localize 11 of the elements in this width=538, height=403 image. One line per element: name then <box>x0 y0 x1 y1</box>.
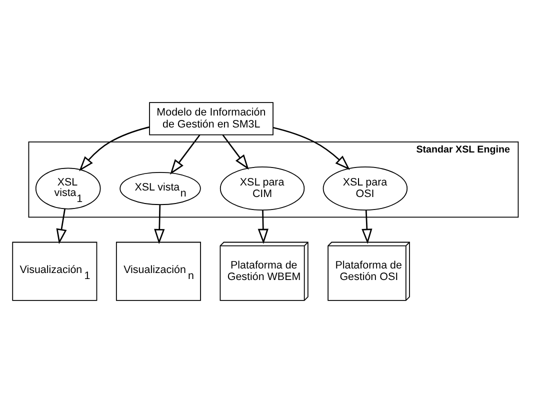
node-ellipse: XSL para CIM <box>220 166 305 211</box>
arrow <box>258 210 268 244</box>
arrow <box>273 127 350 170</box>
arrow <box>79 126 150 172</box>
node-ellipse: XSL para OSI <box>322 166 408 211</box>
arrow <box>362 210 372 244</box>
arrow <box>154 204 165 244</box>
arrow <box>222 134 249 170</box>
node-box: Modelo de Información de Gestión en SM3L <box>149 102 274 136</box>
arrow <box>170 134 200 175</box>
arrow <box>56 208 67 244</box>
